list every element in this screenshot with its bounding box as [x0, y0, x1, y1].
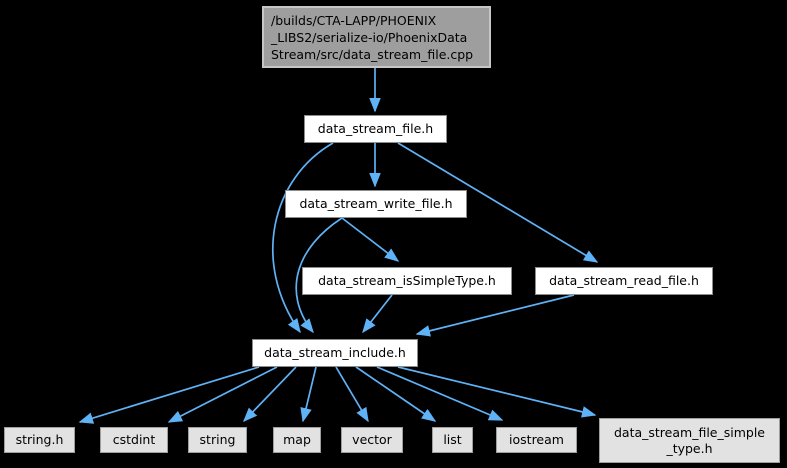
node-label: data_stream_include.h: [264, 345, 406, 360]
node-iostream: iostream: [496, 427, 577, 453]
node-label: string: [199, 432, 236, 447]
node-label: vector: [352, 432, 392, 447]
node-label: data_stream_write_file.h: [299, 196, 453, 211]
edge-include-h-to-file-simple-type-h: [397, 366, 597, 418]
node-label: iostream: [509, 432, 564, 447]
node-cstdint: cstdint: [100, 427, 168, 453]
node-data-stream-file-h[interactable]: data_stream_file.h: [304, 115, 447, 143]
edge-file-h-to-read-file-h: [397, 142, 599, 263]
node-map: map: [273, 427, 321, 453]
edge-include-h-to-list: [355, 366, 437, 422]
node-label-line: _type.h: [666, 440, 713, 456]
node-label-line: _LIBS2/serialize-io/PhoenixData: [271, 29, 468, 45]
node-label: list: [443, 432, 462, 447]
edge-include-h-to-string: [242, 366, 297, 423]
node-data-stream-write-file-h[interactable]: data_stream_write_file.h: [285, 190, 467, 218]
edge-include-h-to-vector: [335, 366, 369, 423]
node-label: data_stream_file.h: [317, 121, 434, 136]
node-data-stream-file-simple-type-h[interactable]: data_stream_file_simple _type.h: [599, 418, 780, 463]
edge-include-h-to-map: [300, 366, 317, 423]
edge-read-file-h-to-include-h: [415, 294, 575, 337]
node-string-h: string.h: [4, 427, 75, 453]
node-data-stream-include-h[interactable]: data_stream_include.h: [252, 339, 418, 367]
edge-file-h-to-include-h: [271, 142, 334, 334]
node-label: cstdint: [112, 432, 156, 447]
node-label: string.h: [15, 432, 64, 447]
node-data-stream-file-cpp: /builds/CTA-LAPP/PHOENIX _LIBS2/serializ…: [262, 6, 491, 68]
node-list: list: [432, 427, 473, 453]
node-vector: vector: [341, 427, 403, 453]
node-label-line: Stream/src/data_stream_file.cpp: [271, 46, 474, 62]
node-label: data_stream_read_file.h: [549, 273, 699, 288]
node-label-line: /builds/CTA-LAPP/PHOENIX: [271, 12, 437, 28]
edge-include-h-to-cstdint: [167, 366, 278, 423]
node-label: data_stream_isSimpleType.h: [318, 273, 496, 288]
node-data-stream-is-simple-type-h[interactable]: data_stream_isSimpleType.h: [302, 267, 512, 295]
edge-include-h-to-string-h: [78, 366, 260, 424]
node-string: string: [188, 427, 247, 453]
edge-write-file-h-to-is-simple-type-h: [341, 217, 400, 262]
node-label: map: [283, 432, 311, 447]
node-label-line: data_stream_file_simple: [613, 424, 765, 440]
edge-include-h-to-iostream: [376, 366, 504, 421]
node-data-stream-read-file-h[interactable]: data_stream_read_file.h: [535, 267, 713, 295]
edge-write-file-h-to-include-h: [295, 217, 343, 334]
edge-is-simple-type-h-to-include-h: [362, 294, 393, 334]
